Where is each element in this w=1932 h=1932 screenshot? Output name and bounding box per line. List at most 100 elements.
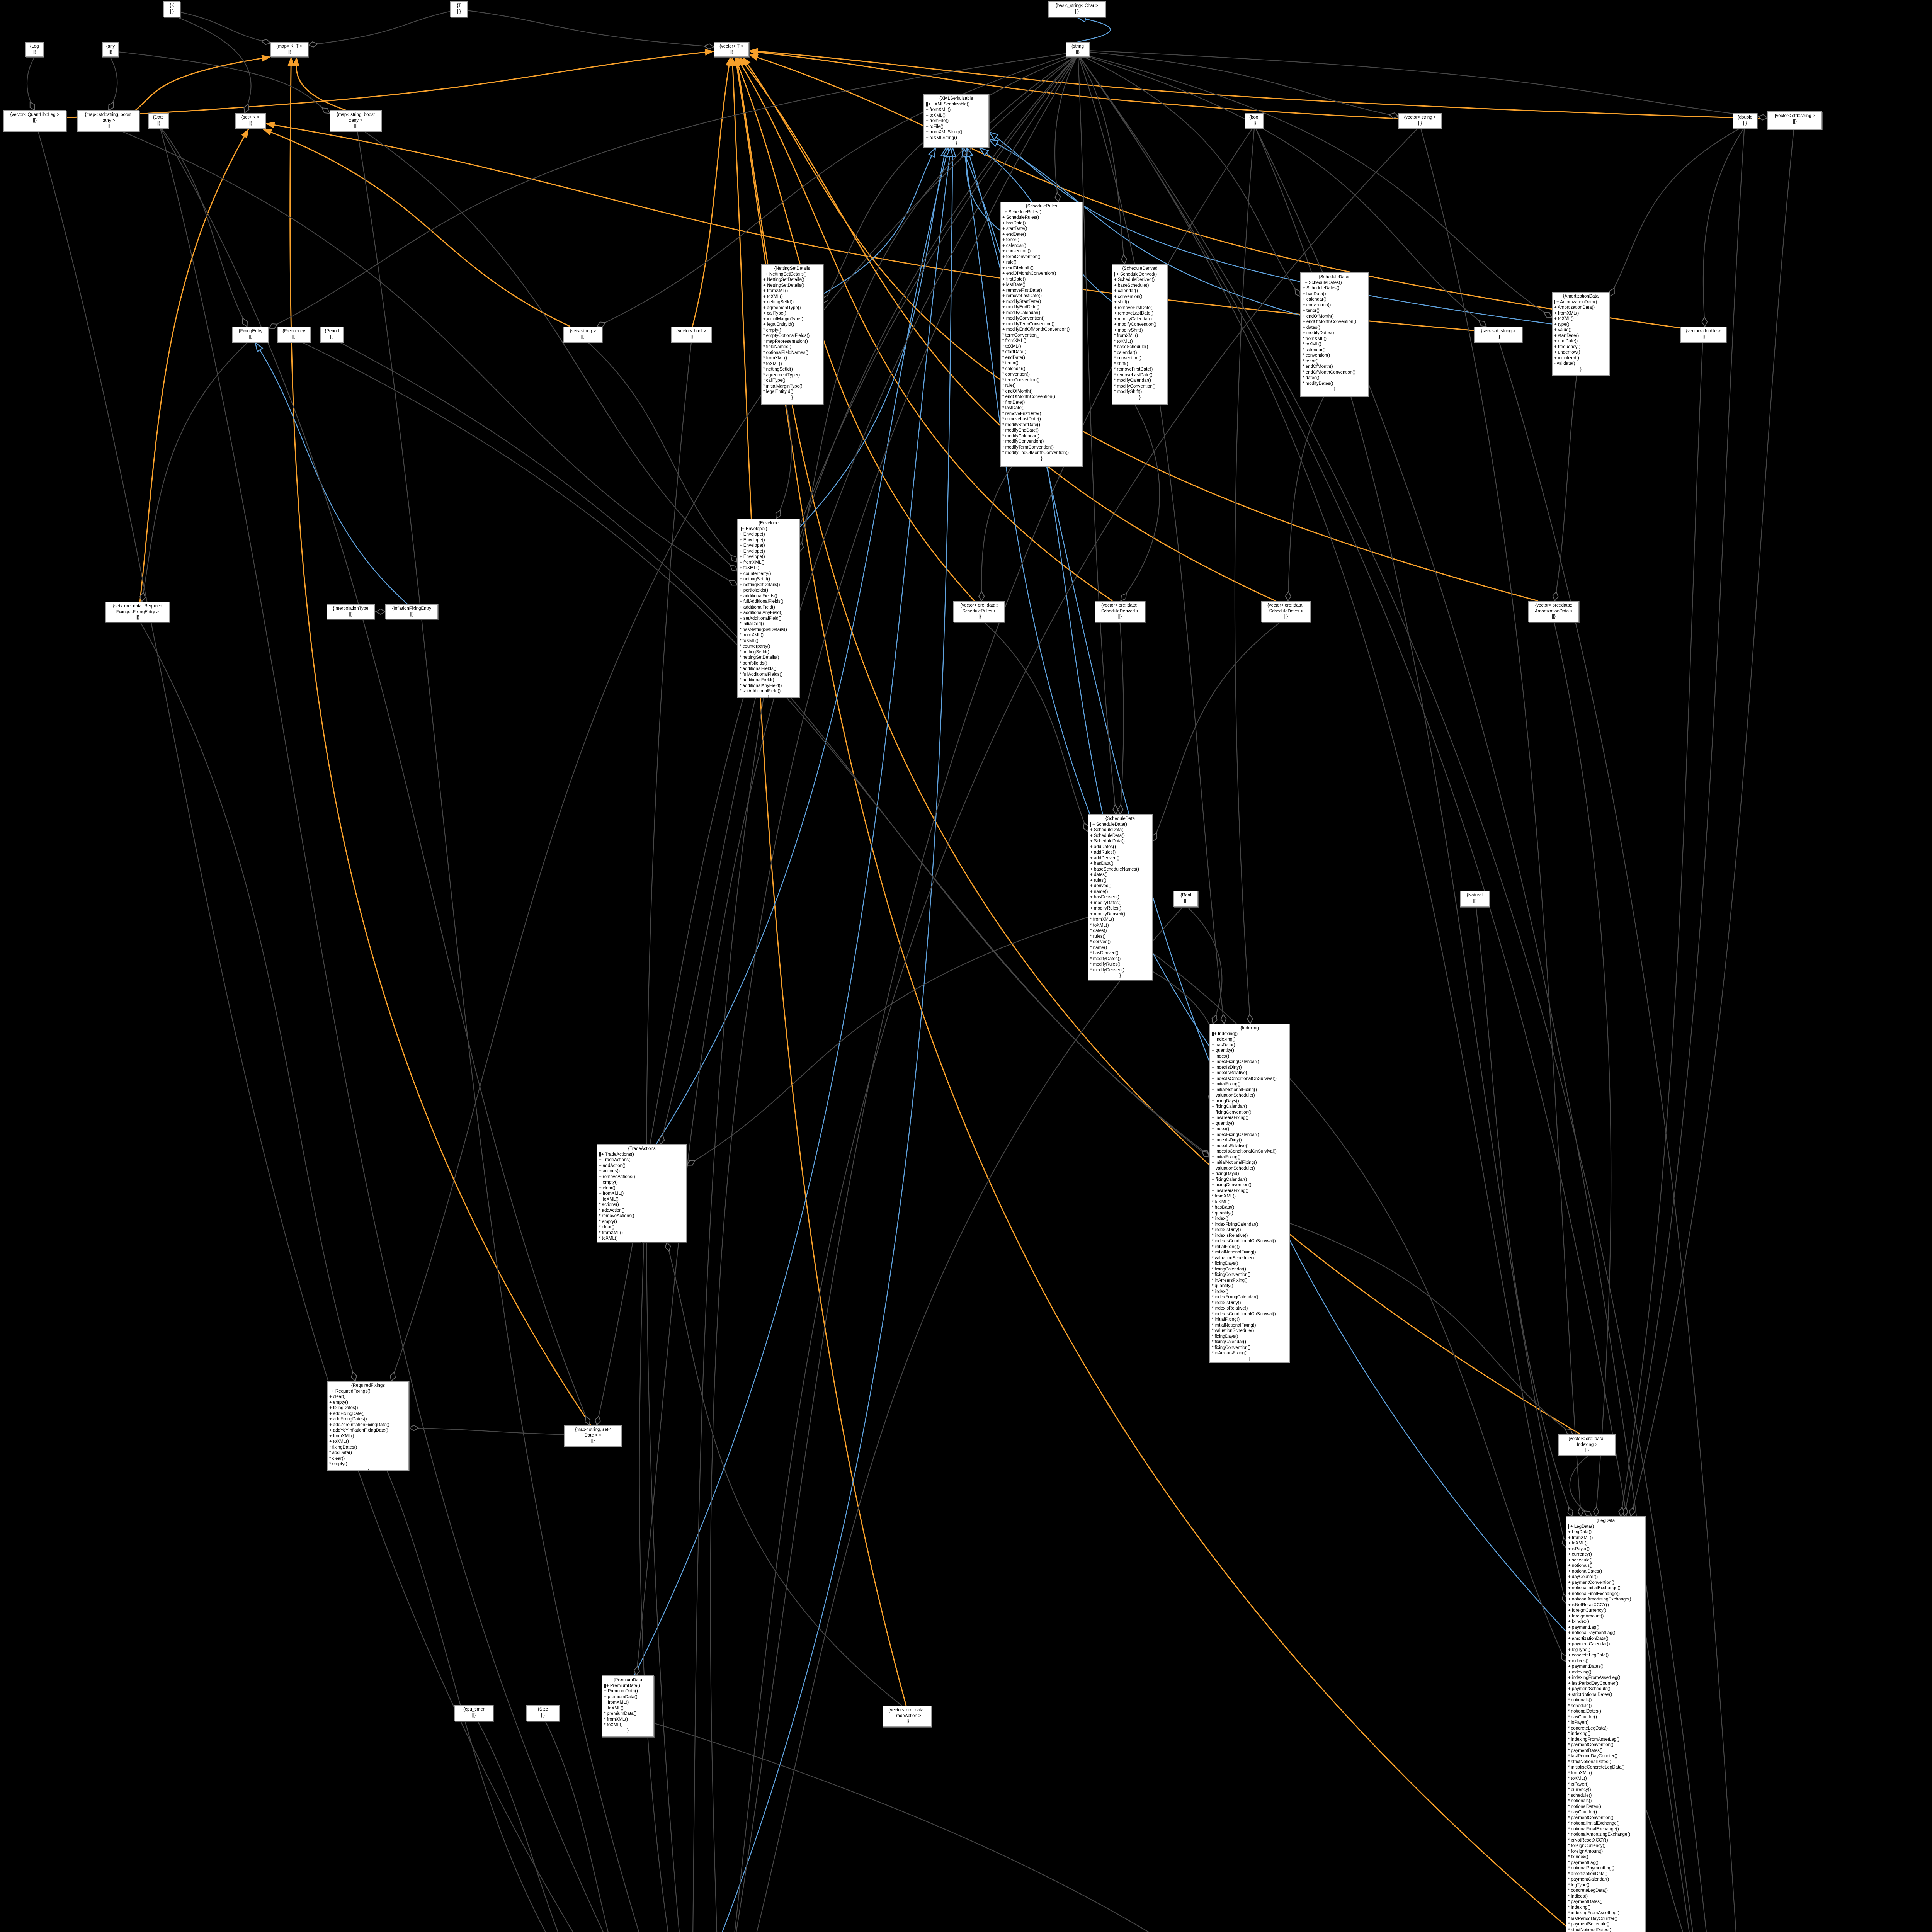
edge-inflationFixingEntry-to-fixingEntry: [255, 343, 408, 604]
node-line: * startDate(): [1002, 350, 1026, 354]
class-node-bool[interactable]: {bool||}: [1245, 113, 1264, 129]
edge-vecDouble-to-legData: [1618, 342, 1703, 1517]
class-node-vecSchedDates[interactable]: {vector< ore::data::ScheduleDates >||}: [1261, 601, 1311, 622]
class-node-nettingSetDetails[interactable]: {NettingSetDetails||+ NettingSetDetails(…: [761, 264, 823, 405]
class-node-leg[interactable]: {Leg||}: [25, 42, 44, 57]
node-line: + initialMarginType(): [763, 316, 803, 321]
node-line: * index(): [1212, 1289, 1228, 1294]
node-line: {double: [1737, 115, 1753, 120]
node-line: * initialFixing(): [1212, 1317, 1240, 1322]
class-node-legData[interactable]: {LegData||+ LegData()+ LegData()+ fromXM…: [1566, 1516, 1646, 1932]
class-node-vecSchedDerived[interactable]: {vector< ore::data::ScheduleDerived >||}: [1095, 601, 1145, 622]
class-node-setString[interactable]: {set< string >||}: [563, 327, 602, 343]
node-line: {Period: [325, 329, 339, 333]
node-line: + foreignAmount(): [1568, 1614, 1604, 1619]
class-node-setK[interactable]: {set< K >||}: [235, 113, 266, 129]
class-node-k[interactable]: {K||}: [163, 1, 180, 17]
class-node-xmlSerializable[interactable]: {XMLSerializable||+ ~XMLSerializable()+ …: [923, 94, 989, 148]
node-line: + toXML(): [1554, 316, 1574, 321]
node-line: + fromXML(): [329, 1434, 354, 1439]
class-node-amortizationData[interactable]: {AmortizationData||+ AmortizationData()+…: [1552, 292, 1610, 376]
node-line: + hasData(): [1212, 1043, 1235, 1048]
class-node-interpolationType[interactable]: {InterpolationType||}: [327, 604, 375, 619]
edge-legData-to-vecLegData: [1645, 1808, 1684, 1932]
class-node-mapStringBoostAny[interactable]: {map< string, boost::any >||}: [330, 110, 382, 132]
class-node-vectorT[interactable]: {vector< T >||}: [714, 42, 749, 57]
node-line: + modifyEndOfMonthConvention(): [1002, 327, 1070, 332]
class-node-mapStringSetDate[interactable]: {map< string, set<Date > >||}: [564, 1425, 622, 1447]
class-node-date[interactable]: {Date||}: [148, 113, 169, 129]
node-line: * legType(): [1568, 1883, 1590, 1888]
class-node-string[interactable]: {string||}: [1066, 42, 1090, 57]
node-line: + amortizationData(): [1568, 1636, 1609, 1641]
class-node-vecQLLeg[interactable]: {vector< QuantLib::Leg >||}: [3, 110, 66, 132]
class-node-period[interactable]: {Period||}: [320, 327, 344, 343]
class-node-mapKT[interactable]: {map< K, T >||}: [270, 42, 308, 57]
class-node-frequency[interactable]: {Frequency||}: [277, 327, 311, 343]
node-line: ||}: [1701, 334, 1705, 339]
class-node-size[interactable]: {Size||}: [526, 1705, 560, 1721]
node-line: + notionalInitialExchange(): [1568, 1586, 1621, 1590]
class-node-setStdString[interactable]: {set< std::string >||}: [1474, 327, 1522, 343]
class-node-premiumData[interactable]: {PremiumData||+ PremiumData()+ PremiumDa…: [602, 1675, 654, 1737]
node-line: + calendar(): [1002, 243, 1026, 248]
class-node-tradeActions[interactable]: {TradeActions||+ TradeActions()+ TradeAc…: [597, 1144, 687, 1247]
node-line: ||}: [32, 49, 36, 54]
class-node-any[interactable]: {any||}: [102, 42, 119, 57]
node-line: + ScheduleDerived(): [1114, 277, 1155, 282]
node-line: * removeActions(): [599, 1214, 634, 1218]
node-line: + indexingFromAssetLeg(): [1568, 1675, 1621, 1680]
class-node-scheduleData[interactable]: {ScheduleData||+ ScheduleData()+ Schedul…: [1088, 814, 1153, 980]
class-node-vecIndexing[interactable]: {vector< ore::data::Indexing >||}: [1558, 1434, 1616, 1456]
node-line: * indexIsConditionalOnSurvival(): [1212, 1239, 1276, 1243]
class-node-t[interactable]: {T||}: [450, 1, 468, 17]
node-line: * notionalAmortizingExchange(): [1568, 1832, 1631, 1837]
edge-setStdString-to-swap: [1499, 342, 1736, 1932]
class-node-double[interactable]: {double||}: [1733, 113, 1757, 129]
node-line: + endOfMonth(): [1303, 314, 1334, 319]
class-node-basicString[interactable]: {basic_string< Char >||}: [1048, 1, 1106, 17]
class-node-scheduleDates[interactable]: {ScheduleDates||+ ScheduleDates()+ Sched…: [1300, 272, 1369, 397]
class-node-vecTradeAction[interactable]: {vector< ore::data::TradeAction >||}: [883, 1706, 932, 1727]
node-line: * strictNotionalDates(): [1568, 1759, 1611, 1764]
edge-string-to-premiumData: [633, 57, 1076, 1676]
class-node-vecStdString[interactable]: {vector< std::string >||}: [1767, 111, 1822, 130]
class-node-scheduleDerived[interactable]: {ScheduleDerived||+ ScheduleDerived()+ S…: [1112, 264, 1168, 405]
class-node-scheduleRules[interactable]: {ScheduleRules||+ ScheduleRules()+ Sched…: [1000, 202, 1083, 467]
class-node-vecSchedRules[interactable]: {vector< ore::data::ScheduleRules >||}: [953, 601, 1005, 622]
node-line: + endOfMonthConvention(): [1002, 271, 1056, 276]
node-line: * removeLastDate(): [1002, 417, 1041, 422]
node-line: * paymentLag(): [1568, 1860, 1599, 1865]
node-line: + toXML(): [329, 1439, 349, 1444]
class-node-indexing[interactable]: {Indexing||+ Indexing()+ Indexing()+ has…: [1209, 1024, 1290, 1363]
node-line: }: [1139, 395, 1141, 400]
class-node-natural[interactable]: {Natural||}: [1460, 891, 1490, 907]
node-line: * termConvention_: [1002, 333, 1039, 338]
class-node-inflationFixingEntry[interactable]: {InflationFixingEntry||}: [385, 604, 438, 619]
class-node-vecDouble[interactable]: {vector< double >||}: [1680, 327, 1726, 343]
class-node-vecAmortData[interactable]: {vector< ore::data::AmortizationData >||…: [1528, 601, 1579, 622]
class-node-envelope[interactable]: {Envelope||+ Envelope()+ Envelope()+ Env…: [737, 519, 800, 699]
class-node-mapStdStringBoostAny[interactable]: {map< std::string, boost::any >||}: [77, 110, 139, 132]
class-node-fixingEntry[interactable]: {FixingEntry||}: [232, 327, 269, 343]
class-node-cpuTimer[interactable]: {cpu_timer||}: [454, 1705, 493, 1721]
class-node-real[interactable]: {Real||}: [1173, 891, 1198, 907]
node-line: * emptyOptionalFields(): [763, 333, 810, 338]
class-node-requiredFixings[interactable]: {RequiredFixings||+ RequiredFixings()+ c…: [327, 1381, 409, 1472]
node-line: + indexFixingCalendar(): [1212, 1132, 1259, 1137]
node-line: * modifyConvention(): [1002, 439, 1044, 444]
node-line: ||}: [1252, 121, 1256, 126]
node-line: * indexIsConditionalOnSurvival(): [1212, 1311, 1276, 1316]
edge-string-to-swap: [1079, 57, 1690, 1932]
node-line: * paymentDates(): [1568, 1900, 1603, 1904]
class-node-vecString[interactable]: {vector< string >||}: [1398, 113, 1442, 129]
node-line: * modifyEndOfMonthConvention(): [1002, 451, 1069, 455]
edge-scheduleRules-to-vecSchedRules: [978, 466, 1012, 602]
edge-mapStringBoostAny-to-mapKT: [293, 56, 346, 111]
class-node-vecBool[interactable]: {vector< bool >||}: [671, 327, 712, 343]
edge-nettingSetDetails-to-envelope: [775, 404, 792, 519]
node-line: ||}: [1552, 614, 1556, 619]
node-line: + modifyEndDate(): [1002, 305, 1040, 310]
node-line: + endDate(): [1554, 339, 1578, 344]
